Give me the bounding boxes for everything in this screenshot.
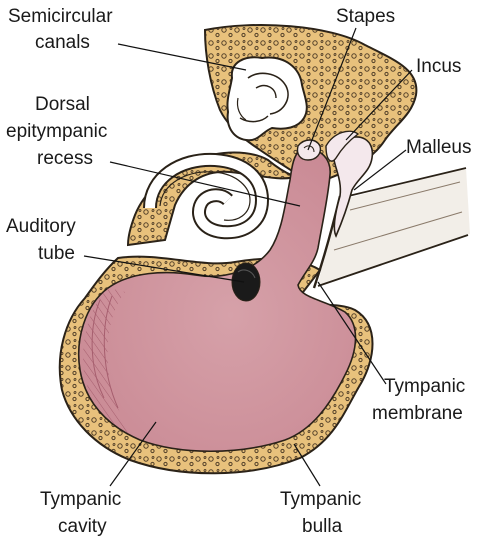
leader-dorsal-epitympanic-recess (109, 161, 301, 207)
ossicles (296, 130, 374, 238)
label-dorsal-epitympanic-recess: Dorsal epitympanic recess (6, 94, 113, 169)
leader-stapes (307, 27, 357, 151)
cochlea-structure (143, 152, 270, 240)
label-tympanic-cavity: Tympanic cavity (40, 489, 127, 537)
tympanic-cavity-fill (77, 148, 357, 452)
cavity-hatching (83, 288, 138, 438)
label-incus: Incus (416, 56, 461, 77)
stapes-shape (296, 139, 322, 161)
label-auditory-tube: Auditory tube (6, 216, 81, 264)
leader-incus (345, 69, 413, 141)
labyrinth-outline (226, 56, 308, 142)
labels: Semicircular canals Stapes Incus Malleus… (6, 6, 471, 537)
leader-tympanic-cavity (109, 421, 157, 487)
leader-semicircular-canals (117, 43, 247, 71)
leader-lines (83, 27, 413, 487)
auditory-tube-opening (231, 262, 261, 302)
label-malleus: Malleus (406, 137, 471, 158)
leader-tympanic-membrane (317, 281, 387, 385)
label-stapes: Stapes (336, 6, 395, 27)
incus-shape (325, 130, 360, 162)
petrous-bone-pores (128, 25, 417, 245)
label-tympanic-bulla: Tympanic bulla (280, 489, 367, 537)
label-semicircular-canals: Semicircular canals (8, 6, 118, 53)
external-ear-canal (317, 167, 470, 287)
leader-malleus (353, 149, 407, 191)
leader-tympanic-bulla (293, 443, 321, 487)
tympanic-cavity-region (77, 148, 357, 452)
semicircular-canals-structure (226, 56, 308, 142)
leader-auditory-tube (83, 255, 245, 283)
label-tympanic-membrane: Tympanic membrane (372, 376, 471, 424)
